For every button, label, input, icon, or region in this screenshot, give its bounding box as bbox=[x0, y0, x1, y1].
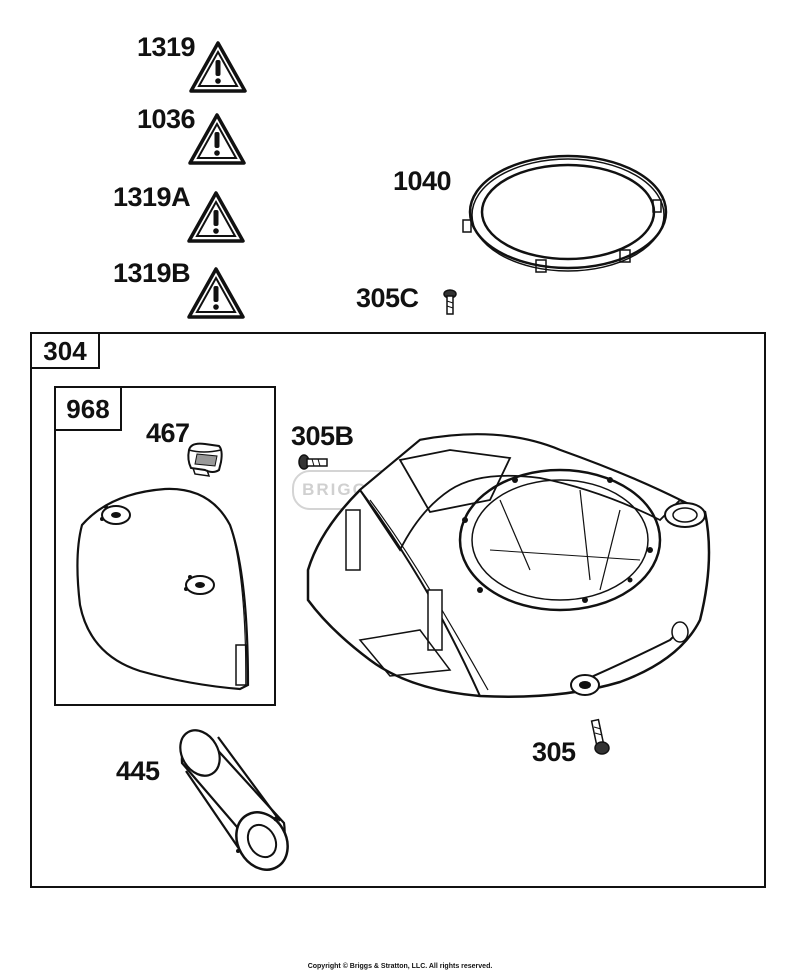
part-label-1319B: 1319B bbox=[113, 258, 191, 288]
copyright-notice: Copyright © Briggs & Stratton, LLC. All … bbox=[307, 963, 493, 970]
clip-467-drawing bbox=[187, 442, 223, 477]
ring-part-drawing bbox=[462, 154, 668, 273]
part-label-1319: 1319 bbox=[137, 32, 196, 62]
group-tag-304: 304 bbox=[30, 332, 100, 369]
part-label-305C: 305C bbox=[356, 283, 419, 313]
part-label-1040: 1040 bbox=[393, 166, 452, 196]
screw-305B-drawing bbox=[298, 454, 328, 470]
part-label-1036: 1036 bbox=[137, 104, 196, 134]
part-label-467: 467 bbox=[146, 418, 190, 448]
screw-305C-drawing bbox=[443, 289, 457, 315]
blower-housing-drawing bbox=[306, 433, 711, 698]
warning-triangle-icon bbox=[188, 113, 246, 165]
cover-968-drawing bbox=[76, 487, 250, 691]
group-tag-968: 968 bbox=[54, 386, 122, 431]
warning-triangle-icon bbox=[187, 191, 245, 243]
part-label-305B: 305B bbox=[291, 421, 354, 451]
part-label-445: 445 bbox=[116, 756, 160, 786]
warning-triangle-icon bbox=[187, 267, 245, 319]
screw-305-drawing bbox=[590, 718, 610, 755]
air-filter-445-drawing bbox=[179, 729, 289, 871]
warning-triangle-icon bbox=[189, 41, 247, 93]
part-label-1319A: 1319A bbox=[113, 182, 191, 212]
group-box-304 bbox=[30, 332, 766, 888]
group-box-968 bbox=[54, 386, 276, 706]
part-label-305: 305 bbox=[532, 737, 576, 767]
